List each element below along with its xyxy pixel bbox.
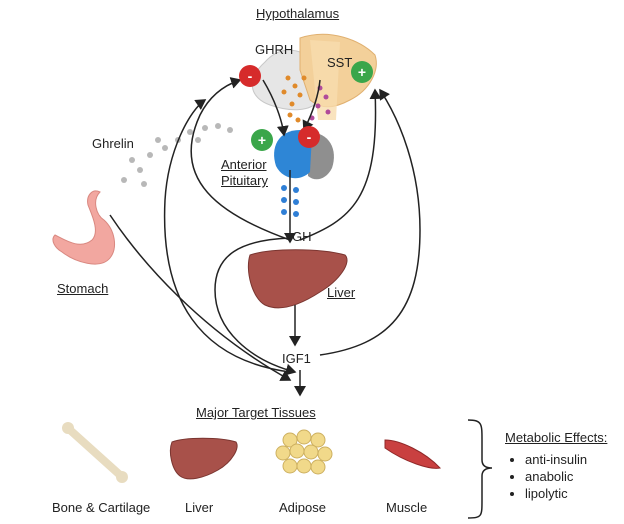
arrows: [109, 77, 421, 397]
liver-tissue-icon: [169, 437, 238, 480]
svg-text:+: +: [258, 132, 266, 148]
adipose-label: Adipose: [279, 500, 326, 515]
bone-label: Bone & Cartilage: [52, 500, 151, 515]
svg-text:-: -: [307, 129, 312, 145]
gh-feedback-sst-arrow: [299, 88, 382, 241]
pituitary-inhibit-sign: -: [298, 126, 320, 148]
stomach-target-arrow: [109, 214, 292, 381]
gh-dots: [281, 185, 299, 217]
metabolic-brace: [467, 419, 493, 519]
ghrelin-label: Ghrelin: [92, 136, 134, 151]
svg-text:+: +: [358, 64, 366, 80]
sst-label: SST: [327, 55, 353, 70]
gh-target-arrow: [214, 237, 297, 376]
sst-stimulate-sign: +: [351, 61, 373, 83]
ghrh-label: GHRH: [255, 42, 294, 57]
metabolic-title: Metabolic Effects:: [505, 430, 608, 445]
gh-label: GH: [292, 229, 312, 244]
ghrelin-stimulate-sign: +: [251, 129, 273, 151]
metabolic-list: anti-insulin anabolic lipolytic: [505, 451, 607, 502]
gh-feedback-ghrh-arrow: [190, 77, 291, 241]
igf1-ghrh-arrow: [163, 99, 291, 373]
metabolic-item: anabolic: [525, 468, 607, 485]
muscle-icon: [384, 439, 441, 469]
stomach-icon: [52, 190, 116, 265]
metabolic-effects-panel: Metabolic Effects: anti-insulin anabolic…: [505, 430, 607, 502]
liver-tissue-label: Liver: [185, 500, 214, 515]
ghrh-arrow: [262, 79, 289, 137]
igf1-sst-arrow: [319, 88, 421, 356]
bone-icon: [62, 422, 128, 483]
anterior-label: Anterior: [221, 157, 267, 172]
hypothalamus-label: Hypothalamus: [256, 6, 340, 21]
ghrh-inhibit-sign: -: [239, 65, 261, 87]
muscle-label: Muscle: [386, 500, 428, 515]
stomach-label: Stomach: [57, 281, 109, 296]
ghrelin-dots: [121, 123, 233, 187]
liver-label: Liver: [327, 285, 356, 300]
adipose-icon: [275, 429, 333, 475]
liver-icon: [247, 249, 348, 309]
metabolic-item: lipolytic: [525, 485, 607, 502]
igf1-label: IGF1: [282, 351, 311, 366]
metabolic-item: anti-insulin: [525, 451, 607, 468]
major-targets-label: Major Target Tissues: [196, 405, 316, 420]
svg-text:-: -: [248, 68, 253, 84]
pituitary-label: Pituitary: [221, 173, 268, 188]
